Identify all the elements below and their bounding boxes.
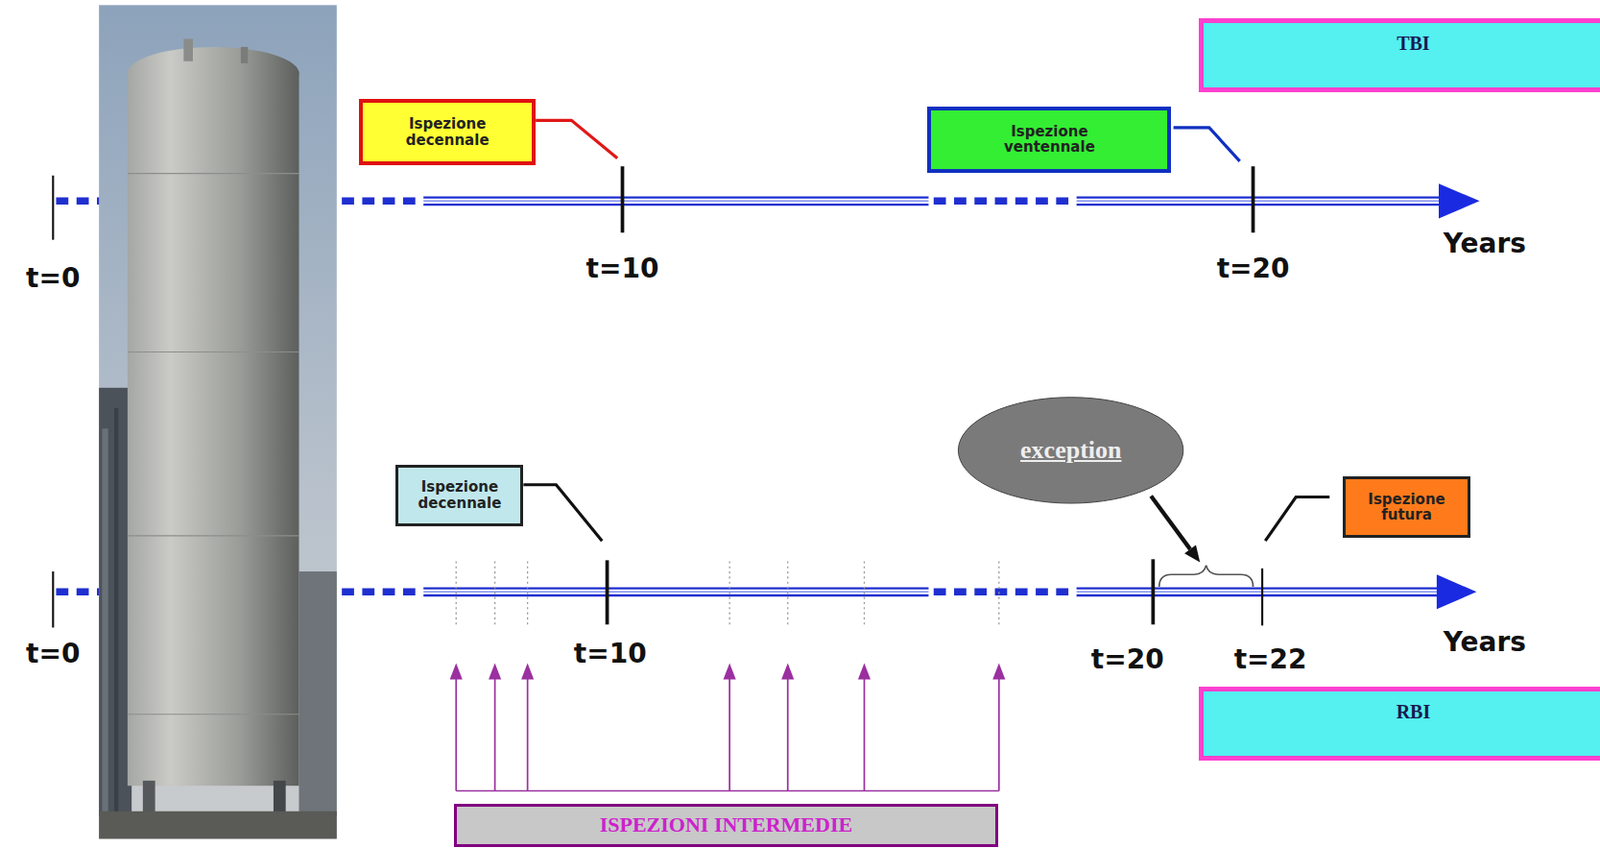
axis-label: t=0 [25, 637, 80, 669]
inspection-box: Ispezione decennale [395, 464, 524, 526]
tank-photo [98, 4, 337, 838]
node-text: ISPEZIONI INTERMEDIE [599, 812, 853, 836]
method-box: RBI [1198, 686, 1600, 761]
node-text: Ispezione decennale [405, 478, 513, 511]
axis-label: t=20 [1091, 642, 1165, 674]
axis-label: t=20 [1217, 251, 1290, 284]
axis-label: t=22 [1234, 642, 1308, 674]
node-text: Ispezione ventennale [988, 123, 1110, 156]
inspection-box: Ispezione ventennale [927, 106, 1171, 173]
axis-label: t=10 [573, 637, 647, 669]
inspection-box: Ispezione futura [1342, 476, 1471, 538]
node-text: TBI [1396, 32, 1430, 54]
inspection-box: Ispezione decennale [358, 98, 536, 166]
axis-label: Years [1443, 624, 1527, 657]
axis-label: Years [1443, 227, 1527, 260]
method-box: TBI [1198, 18, 1600, 93]
exception-ellipse: exception [955, 395, 1186, 505]
axis-label: t=0 [25, 262, 80, 294]
node-text: exception [1020, 436, 1122, 465]
intermediate-bar: ISPEZIONI INTERMEDIE [453, 803, 999, 848]
axis-label: t=10 [586, 251, 660, 284]
node-text: Ispezione decennale [395, 116, 500, 148]
node-text: RBI [1396, 700, 1432, 722]
node-text: Ispezione futura [1353, 491, 1460, 524]
